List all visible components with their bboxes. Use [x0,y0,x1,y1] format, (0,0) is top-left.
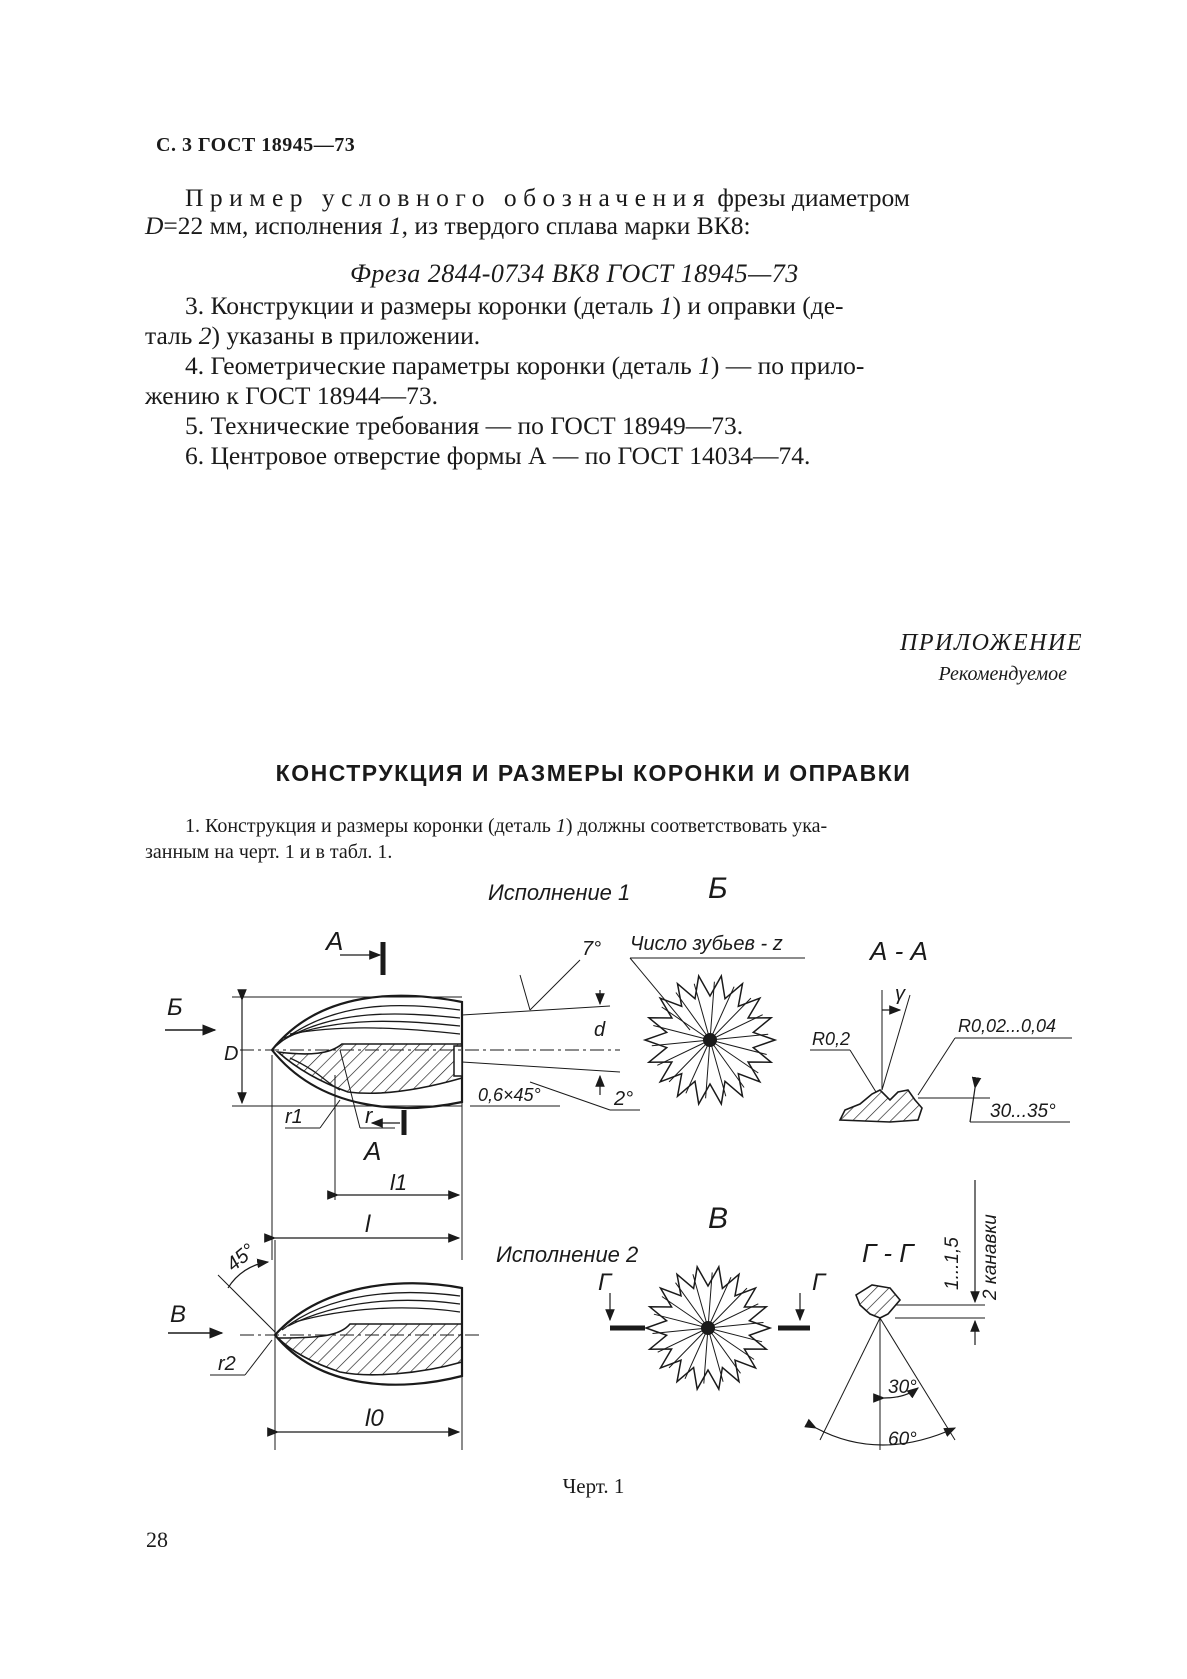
view-v-arrow-label: В [170,1301,186,1328]
exec-2-crown-side-view: l0 45° В r2 [168,1240,480,1450]
view-b-label: Б [708,872,728,905]
section-mark-a-top: А [324,926,343,956]
angle-45-label: 45° [222,1240,259,1276]
ang-60-label: 60° [888,1429,917,1450]
angle-2-label: 2° [613,1088,633,1110]
item-3-num: 1 [659,291,673,320]
view-v-label: В [708,1202,728,1235]
item-3-c: таль [145,321,199,350]
dim-l1-label: l1 [390,1170,407,1195]
example-line-2: D=22 мм, исполнения 1, из твердого сплав… [145,208,751,243]
item-5: 5. Технические требования — по ГОСТ 1894… [185,411,744,440]
section-title: КОНСТРУКЦИЯ И РАЗМЕРЫ КОРОНКИ И ОПРАВКИ [275,760,912,786]
section-aa-tooth-profile: γ R0,2 R0,02...0,04 30...35° [810,983,1072,1123]
view-v-teeth-star [643,1264,773,1392]
item-3-line-2: таль 2) указаны в приложении. [145,318,480,353]
section-para-a: 1. Конструкция и размеры коронки (деталь [185,815,556,837]
item-4-a: 4. Геометрические параметры коронки (дет… [185,351,699,380]
section-gg-profile: 30° 60° 1...1,5 2 канавки [804,1180,1001,1450]
dim-r1-label: r1 [285,1106,303,1128]
dim-r2-label: r2 [218,1353,236,1375]
example-designation: Фреза 2844-0734 ВК8 ГОСТ 18945—73 [350,259,799,288]
dim-r-label: r [365,1103,374,1128]
dim-l-label: l [365,1211,371,1238]
item-3-num-2: 2 [198,321,212,350]
item-3-line-1: 3. Конструкции и размеры коронки (деталь… [185,288,844,323]
section-para-line-2: занным на черт. 1 и в табл. 1. [145,841,393,863]
section-gg-label: Г - Г [862,1238,915,1268]
item-3-a: 3. Конструкции и размеры коронки (деталь [185,291,660,320]
example-exec-num: 1 [388,211,402,240]
dim-D-label: D [224,1043,238,1065]
teeth-count-label: Число зубьев - z [630,933,783,955]
example-line-2b: , из твердого сплава марки ВК8: [401,211,751,240]
exec-2-label: Исполнение 2 [496,1242,638,1267]
item-4-b: ) — по прило- [710,351,865,380]
appendix-title: ПРИЛОЖЕНИЕ [900,630,1083,656]
example-line-2a: =22 мм, исполнения [163,211,389,240]
dim-1-15-label: 1...1,5 [942,1237,963,1290]
example-line-1: Пример условного обозначения фрезы диаме… [185,180,910,215]
section-mark-g-right: Г [812,1269,827,1296]
section-mark-g-left: Г [598,1269,613,1296]
gamma-label: γ [895,983,906,1005]
example-spaced-text: Пример условного обозначения [185,183,711,212]
ang-30-35-label: 30...35° [990,1101,1056,1122]
dim-d-label: d [594,1019,606,1041]
item-4-line-2: жению к ГОСТ 18944—73. [145,381,439,410]
r002-label: R0,02...0,04 [958,1016,1056,1036]
section-para-line-1: 1. Конструкция и размеры коронки (деталь… [185,813,827,839]
document-header: С. 3 ГОСТ 18945—73 [156,134,356,156]
example-d-symbol: D [145,211,164,240]
section-para-b: ) должны соответствовать ука- [565,815,828,837]
angle-7-label: 7° [582,938,601,960]
exec-1-crown-side-view: D d 7° 2° 0,6×45° А А Б [165,926,640,1260]
item-3-d: ) указаны в приложении. [211,321,481,350]
item-4-line-1: 4. Геометрические параметры коронки (дет… [185,348,864,383]
figure-caption: Черт. 1 [562,1474,625,1498]
section-para-num: 1 [555,815,566,837]
example-line-1-rest: фрезы диаметром [710,183,910,212]
view-b-teeth-star [642,973,778,1107]
view-b-arrow-label: Б [167,994,183,1021]
item-4-num: 1 [698,351,711,380]
section-aa-label: А - А [868,936,928,966]
chamfer-label: 0,6×45° [478,1085,541,1105]
section-mark-a-bottom: А [362,1136,381,1166]
page-number: 28 [146,1527,168,1552]
dim-l0-label: l0 [365,1405,384,1432]
appendix-subtitle: Рекомендуемое [938,663,1067,685]
r02-label: R0,2 [812,1029,850,1049]
exec-1-label: Исполнение 1 [488,880,630,905]
item-6: 6. Центровое отверстие формы А — по ГОСТ… [185,441,811,470]
grooves-label: 2 канавки [980,1214,1001,1301]
ang-30-label: 30° [888,1377,917,1398]
item-3-b: ) и оправки (де- [672,291,844,320]
